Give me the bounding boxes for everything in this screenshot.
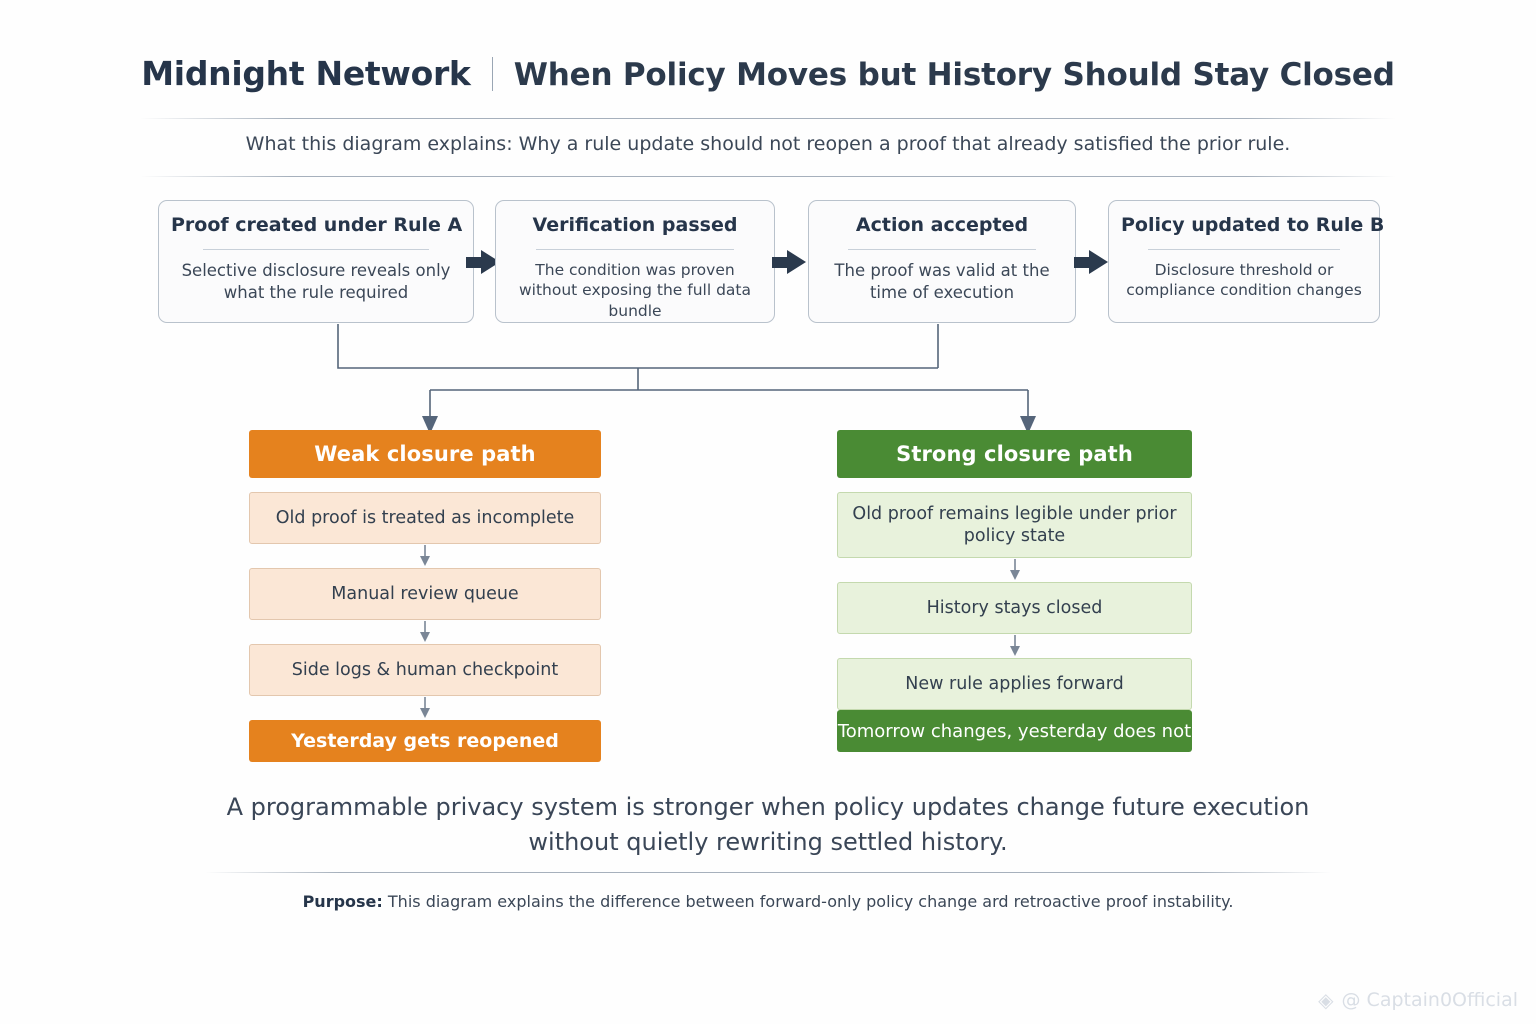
strong-path-heading: Strong closure path: [837, 430, 1192, 478]
arrow-tail: [772, 257, 789, 268]
stage-title: Proof created under Rule A: [171, 214, 463, 236]
stage-box-policy-updated: Policy updated to Rule B Disclosure thre…: [1108, 200, 1385, 323]
down-arrow-icon: [837, 558, 1192, 582]
diamond-icon: ◈: [1318, 988, 1334, 1012]
stage-box-action-accepted: Action accepted The proof was valid at t…: [808, 200, 1076, 323]
page-title: Midnight Network When Policy Moves but H…: [0, 54, 1536, 93]
branch-arrow-left: [422, 416, 438, 434]
strong-step-1: Old proof remains legible under prior po…: [837, 492, 1192, 558]
stage-description: The proof was valid at the time of execu…: [834, 260, 1050, 302]
stage-description: Selective disclosure reveals only what t…: [181, 260, 451, 302]
branch-arrow-right: [1020, 416, 1036, 434]
weak-step-3: Side logs & human checkpoint: [249, 644, 601, 696]
strong-step-2: History stays closed: [837, 582, 1192, 634]
title-divider: [491, 57, 493, 91]
down-arrow-icon: [249, 696, 601, 720]
strong-outcome: Tomorrow changes, yesterday does not: [837, 710, 1192, 752]
purpose-text: This diagram explains the difference bet…: [387, 892, 1234, 911]
down-arrow-icon: [249, 544, 601, 568]
weak-path-heading: Weak closure path: [249, 430, 601, 478]
watermark: ◈ @ Captain0Official: [1318, 988, 1518, 1012]
purpose-label: Purpose:: [302, 892, 383, 911]
conclusion-text: A programmable privacy system is stronge…: [0, 790, 1536, 860]
branch-connectors: [337, 324, 1036, 434]
weak-step-2: Manual review queue: [249, 568, 601, 620]
stage-title: Verification passed: [532, 214, 738, 236]
stage-divider: [202, 248, 430, 250]
strong-step-3: New rule applies forward: [837, 658, 1192, 710]
stage-title: Policy updated to Rule B: [1121, 214, 1385, 236]
arrow-head: [1089, 250, 1108, 274]
subtitle: What this diagram explains: Why a rule u…: [245, 133, 1291, 155]
arrow-head: [787, 250, 806, 274]
strong-closure-column: Strong closure path Old proof remains le…: [837, 430, 1192, 752]
arrow-right-icon: [1074, 250, 1108, 274]
conclusion-line-1: A programmable privacy system is stronge…: [226, 793, 1310, 821]
footer-rule: [205, 872, 1331, 873]
stage-row: Proof created under Rule A Selective dis…: [158, 200, 1385, 325]
stage-divider: [1148, 248, 1340, 250]
header-rule-top: [140, 118, 1396, 119]
weak-step-1: Old proof is treated as incomplete: [249, 492, 601, 544]
stage-box-proof-created: Proof created under Rule A Selective dis…: [158, 200, 474, 323]
down-arrow-icon: [837, 634, 1192, 658]
weak-closure-column: Weak closure path Old proof is treated a…: [249, 430, 601, 762]
purpose-note: Purpose: This diagram explains the diffe…: [0, 892, 1536, 911]
arrow-right-icon: [772, 250, 806, 274]
arrow-tail: [466, 257, 483, 268]
stage-box-verification-passed: Verification passed The condition was pr…: [495, 200, 775, 323]
arrow-tail: [1074, 257, 1091, 268]
stage-divider: [847, 248, 1037, 250]
title-text: When Policy Moves but History Should Sta…: [513, 57, 1395, 93]
stage-description: The condition was proven without exposin…: [518, 260, 752, 321]
stage-title: Action accepted: [855, 214, 1029, 236]
stage-divider: [535, 248, 735, 250]
down-arrow-icon: [249, 620, 601, 644]
watermark-text: @ Captain0Official: [1341, 989, 1518, 1011]
stage-description: Disclosure threshold or compliance condi…: [1126, 260, 1362, 300]
weak-outcome: Yesterday gets reopened: [249, 720, 601, 762]
conclusion-line-2: without quietly rewriting settled histor…: [528, 827, 1008, 856]
header-rule-bottom: [140, 176, 1396, 177]
brand-name: Midnight Network: [141, 54, 471, 93]
